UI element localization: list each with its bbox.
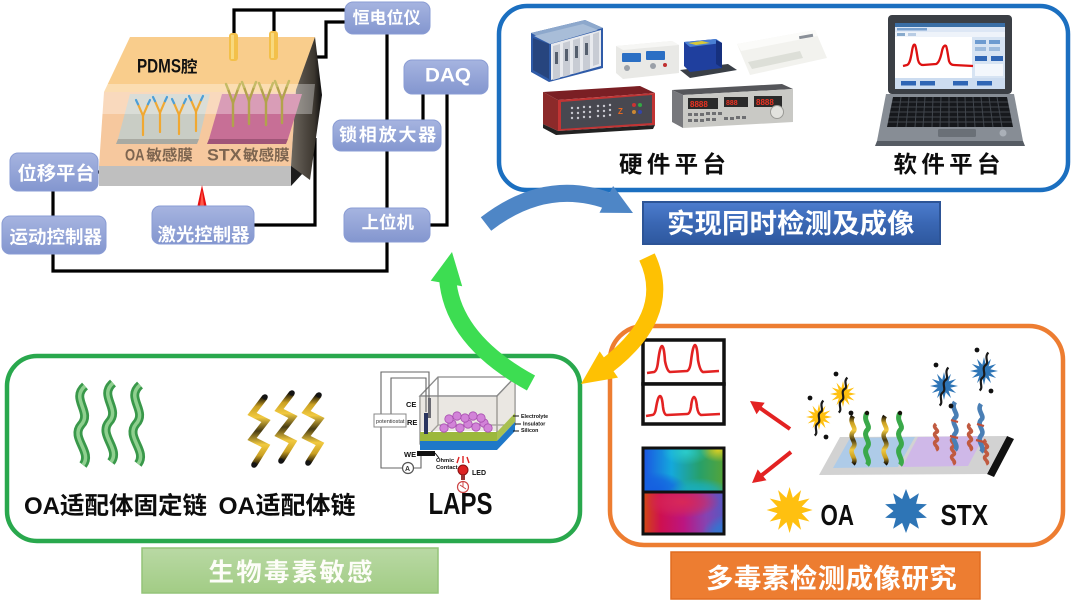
svg-text:OA: OA xyxy=(219,493,256,520)
svg-text:DAQ: DAQ xyxy=(425,66,471,87)
svg-text:OA: OA xyxy=(125,146,145,165)
svg-text:Ohmic: Ohmic xyxy=(436,458,455,464)
svg-text:OA: OA xyxy=(24,493,60,520)
svg-text:OA: OA xyxy=(821,500,855,532)
svg-text:8888: 8888 xyxy=(756,98,774,107)
svg-text:A: A xyxy=(405,466,410,473)
svg-text:Insulator: Insulator xyxy=(523,422,545,428)
svg-text:CE: CE xyxy=(406,400,416,409)
svg-text:LAPS: LAPS xyxy=(429,486,493,521)
svg-text:8888: 8888 xyxy=(690,100,708,109)
svg-text:LED: LED xyxy=(472,470,486,477)
svg-text:STX: STX xyxy=(941,500,989,532)
svg-text:888: 888 xyxy=(726,100,738,107)
svg-text:STX: STX xyxy=(207,146,242,165)
svg-text:RE: RE xyxy=(407,418,417,427)
svg-text:WE: WE xyxy=(404,450,416,459)
svg-text:Silicon: Silicon xyxy=(521,428,538,434)
svg-text:PDMS: PDMS xyxy=(137,56,181,77)
svg-text:Electrolyte: Electrolyte xyxy=(521,414,548,420)
svg-text:Contact: Contact xyxy=(436,465,458,471)
svg-text:Z: Z xyxy=(618,107,623,116)
svg-text:potentiostat: potentiostat xyxy=(376,419,405,425)
